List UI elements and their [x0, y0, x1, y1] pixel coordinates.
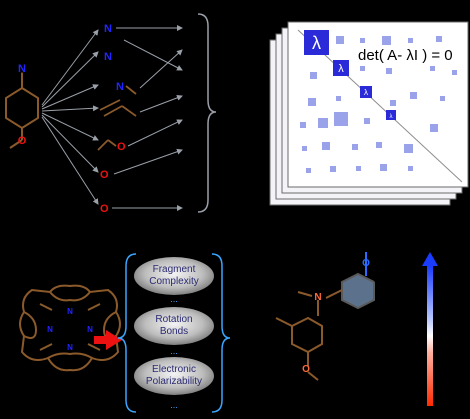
porphyrin-n-left: N — [47, 325, 53, 334]
fragment-list: N N N O O O — [97, 23, 137, 215]
left-brace — [117, 253, 137, 413]
molecule-oxygen-bottom: O — [302, 364, 310, 375]
porphyrin-n-top: N — [67, 307, 73, 316]
parent-molecule — [5, 63, 39, 149]
right-brace — [211, 253, 231, 413]
fragment-o-1: O — [117, 141, 126, 153]
matrix-stack — [269, 21, 469, 206]
eigenvalue-symbol-large: λ — [312, 33, 321, 53]
fragment-n-3: N — [116, 81, 124, 93]
descriptor-rotation-bonds: Rotation Bonds — [134, 307, 214, 345]
parent-nitrogen-label: N — [18, 63, 26, 75]
fragment-n-1: N — [104, 23, 112, 35]
eigenvalue-symbol-2: λ — [338, 63, 344, 75]
descriptor-1-line1: Fragment — [153, 264, 196, 275]
eigenvalue-cells: λ λ λ λ — [304, 30, 396, 120]
value-label-3: 2.83 — [374, 274, 392, 284]
fragment-o-3: O — [100, 203, 109, 215]
descriptor-3-line2: Polarizability — [146, 376, 202, 387]
collection-brace — [197, 13, 217, 213]
matrix-cells — [300, 36, 457, 173]
descriptor-fragment-complexity: Fragment Complexity — [134, 257, 214, 295]
eigenvalue-symbol-4: λ — [390, 114, 393, 120]
value-label-4: 0.61 — [314, 385, 332, 395]
eigenvalue-symbol-3: λ — [364, 88, 368, 97]
annotated-molecule — [275, 252, 375, 381]
descriptor-electronic-polarizability: Electronic Polarizability — [134, 357, 214, 395]
ellipsis-3: ... — [170, 400, 178, 410]
descriptor-3-line1: Electronic — [152, 364, 196, 375]
red-arrow-icon — [94, 330, 122, 350]
molecule-oxygen-top: O — [362, 258, 370, 269]
descriptor-2-line2: Bonds — [160, 326, 188, 337]
ellipsis-2: ... — [170, 346, 178, 356]
descriptor-1-line2: Complexity — [149, 276, 198, 287]
value-label-2: 2.27 — [334, 314, 352, 324]
descriptor-2-line1: Rotation — [155, 314, 192, 325]
porphyrin-n-right: N — [87, 325, 93, 334]
eigen-equation: det( A- λI ) = 0 — [358, 47, 453, 64]
colorbar-gradient — [427, 266, 433, 406]
value-label-1: 0.48 — [272, 292, 290, 302]
porphyrin-n-bottom: N — [67, 343, 73, 352]
molecule-nitrogen: N — [314, 292, 321, 303]
matrix-diagonal — [297, 29, 463, 183]
colorbar-arrowhead — [422, 252, 438, 266]
colorbar — [422, 252, 438, 406]
fragment-o-2: O — [100, 169, 109, 181]
parent-oxygen-label: O — [18, 135, 27, 147]
porphyrin-molecule — [19, 284, 121, 372]
fragment-n-2: N — [104, 51, 112, 63]
mapping-arrows — [112, 25, 183, 211]
fragment-arrows — [41, 29, 99, 205]
ellipsis-1: ... — [170, 294, 178, 304]
